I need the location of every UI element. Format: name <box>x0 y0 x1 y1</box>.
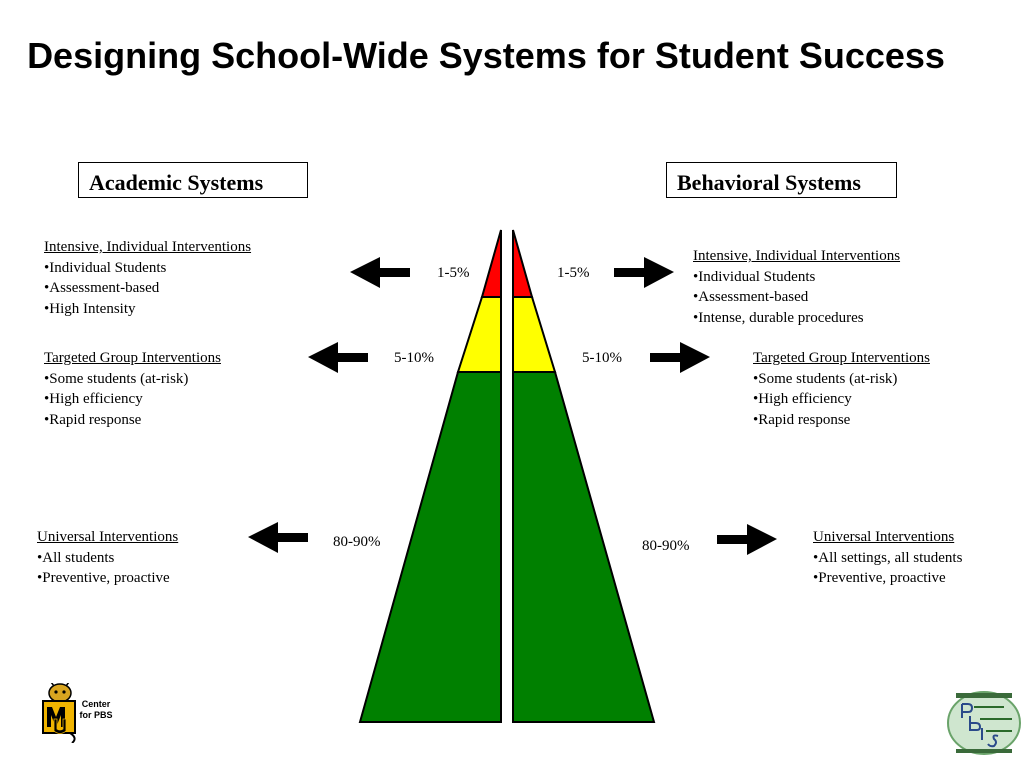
center-for-pbs-text: Center for PBS <box>79 699 113 720</box>
mizzou-tiger-logo-icon <box>42 683 76 743</box>
behavioral-pyramid <box>512 229 656 723</box>
list-item: Preventive, proactive <box>813 568 962 589</box>
academic-intensive-description: Intensive, Individual Interventions Indi… <box>44 237 251 319</box>
behavioral-universal-percent: 80-90% <box>642 538 690 554</box>
arrow-left-intensive-icon <box>350 257 410 288</box>
academic-systems-label: Academic Systems <box>78 162 308 198</box>
list-item: Preventive, proactive <box>37 568 178 589</box>
behavioral-targeted-heading: Targeted Group Interventions <box>753 350 930 366</box>
behavioral-intensive-tier <box>512 229 534 298</box>
list-item: Assessment-based <box>693 287 900 308</box>
list-item: Some students (at-risk) <box>44 369 221 390</box>
behavioral-intensive-heading: Intensive, Individual Interventions <box>693 248 901 264</box>
academic-universal-heading: Universal Interventions <box>37 529 179 545</box>
behavioral-universal-tier <box>512 371 656 723</box>
list-item: Rapid response <box>753 410 930 431</box>
list-item: Individual Students <box>693 267 900 288</box>
arrow-left-universal-icon <box>248 522 308 553</box>
list-item: Individual Students <box>44 258 251 279</box>
arrow-right-universal-icon <box>717 524 777 555</box>
list-item: High efficiency <box>753 389 930 410</box>
behavioral-universal-heading: Universal Interventions <box>813 529 955 545</box>
list-item: All settings, all students <box>813 548 962 569</box>
behavioral-intensive-percent: 1-5% <box>557 265 590 281</box>
list-item: All students <box>37 548 178 569</box>
academic-targeted-tier <box>456 296 502 373</box>
list-item: Some students (at-risk) <box>753 369 930 390</box>
pbis-center-logo-icon <box>947 691 1021 755</box>
academic-targeted-percent: 5-10% <box>394 350 434 366</box>
arrow-right-targeted-icon <box>650 342 710 373</box>
behavioral-universal-description: Universal Interventions All settings, al… <box>813 527 962 589</box>
academic-intensive-percent: 1-5% <box>437 265 470 281</box>
academic-pyramid <box>358 229 502 723</box>
academic-intensive-tier <box>480 229 502 298</box>
list-item: Intense, durable procedures <box>693 308 900 329</box>
academic-targeted-heading: Targeted Group Interventions <box>44 350 221 366</box>
academic-universal-tier <box>358 371 502 723</box>
behavioral-targeted-percent: 5-10% <box>582 350 622 366</box>
academic-universal-description: Universal Interventions All students Pre… <box>37 527 178 589</box>
academic-universal-percent: 80-90% <box>333 534 381 550</box>
behavioral-targeted-description: Targeted Group Interventions Some studen… <box>753 348 930 430</box>
list-item: Rapid response <box>44 410 221 431</box>
academic-targeted-description: Targeted Group Interventions Some studen… <box>44 348 221 430</box>
list-item: High efficiency <box>44 389 221 410</box>
academic-intensive-heading: Intensive, Individual Interventions <box>44 239 252 255</box>
behavioral-intensive-description: Intensive, Individual Interventions Indi… <box>693 246 900 328</box>
list-item: High Intensity <box>44 299 251 320</box>
list-item: Assessment-based <box>44 278 251 299</box>
behavioral-targeted-tier <box>512 296 557 373</box>
page-title: Designing School-Wide Systems for Studen… <box>27 35 945 76</box>
arrow-left-targeted-icon <box>308 342 368 373</box>
arrow-right-intensive-icon <box>614 257 674 288</box>
behavioral-systems-label: Behavioral Systems <box>666 162 897 198</box>
